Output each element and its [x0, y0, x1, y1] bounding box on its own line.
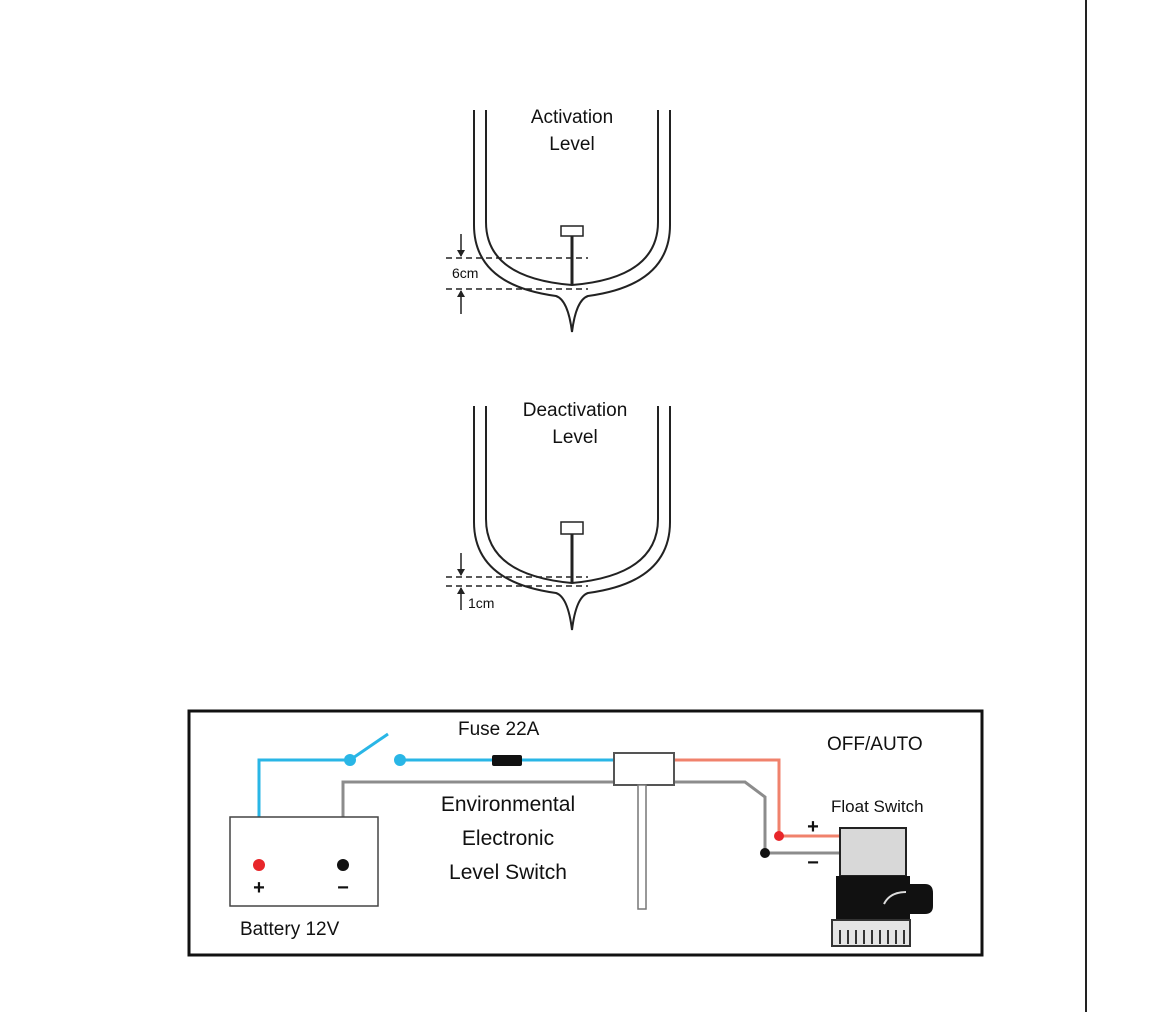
activation-title-line1: Activation — [531, 107, 613, 128]
pump-positive-node — [774, 831, 784, 841]
pump-top-housing — [839, 827, 907, 877]
level-switch-body — [613, 752, 675, 786]
activation-hull-outer — [473, 110, 671, 333]
bilge-pump — [831, 827, 933, 947]
switch-contact-right — [394, 754, 406, 766]
deactivation-hull-figure: Deactivation Level 1cm — [446, 400, 671, 631]
activation-hull-inner — [485, 110, 659, 287]
activation-measure-label: 6cm — [452, 265, 478, 281]
deactivation-title-line1: Deactivation — [523, 400, 628, 421]
fuse-label: Fuse 22A — [458, 719, 540, 740]
deactivation-hull-inner — [485, 406, 659, 585]
activation-arrowhead-top — [457, 250, 465, 257]
battery-label: Battery 12V — [240, 919, 340, 940]
battery-positive-terminal — [253, 859, 265, 871]
deactivation-title-line2: Level — [552, 427, 597, 448]
activation-arrowhead-bottom — [457, 290, 465, 297]
fuse-body — [492, 755, 522, 766]
pump-positive-wire — [674, 758, 840, 838]
deactivation-hull-outer — [473, 406, 671, 631]
battery-minus-sign: − — [337, 877, 349, 899]
pump-plus-sign: + — [807, 816, 819, 838]
level-switch-probe — [637, 784, 647, 910]
pump-minus-sign: − — [807, 852, 819, 874]
pump-ground-node — [760, 848, 770, 858]
deactivation-arrowhead-top — [457, 569, 465, 576]
switch-label-line2: Electronic — [462, 827, 554, 850]
battery-plus-sign: + — [253, 877, 265, 899]
switch-lever — [349, 732, 389, 762]
pump-strainer-slots — [839, 930, 905, 944]
switch-label-line3: Level Switch — [449, 861, 567, 884]
wiring-diagram: Fuse 22A + − Battery 12V Environmental E… — [187, 709, 984, 957]
pump-outlet — [880, 884, 933, 914]
deactivation-sensor-head — [560, 521, 584, 535]
activation-hull-figure: Activation Level 6cm — [446, 107, 671, 333]
mode-label: OFF/AUTO — [827, 734, 923, 755]
activation-sensor-head — [560, 225, 584, 237]
deactivation-measure-label: 1cm — [468, 595, 494, 611]
deactivation-arrowhead-bottom — [457, 587, 465, 594]
switch-label-line1: Environmental — [441, 793, 575, 816]
pump-outlet-highlight — [883, 891, 907, 905]
activation-title-line2: Level — [549, 134, 594, 155]
ground-wire-pump — [674, 780, 840, 855]
battery-negative-terminal — [337, 859, 349, 871]
float-switch-label: Float Switch — [831, 797, 924, 816]
